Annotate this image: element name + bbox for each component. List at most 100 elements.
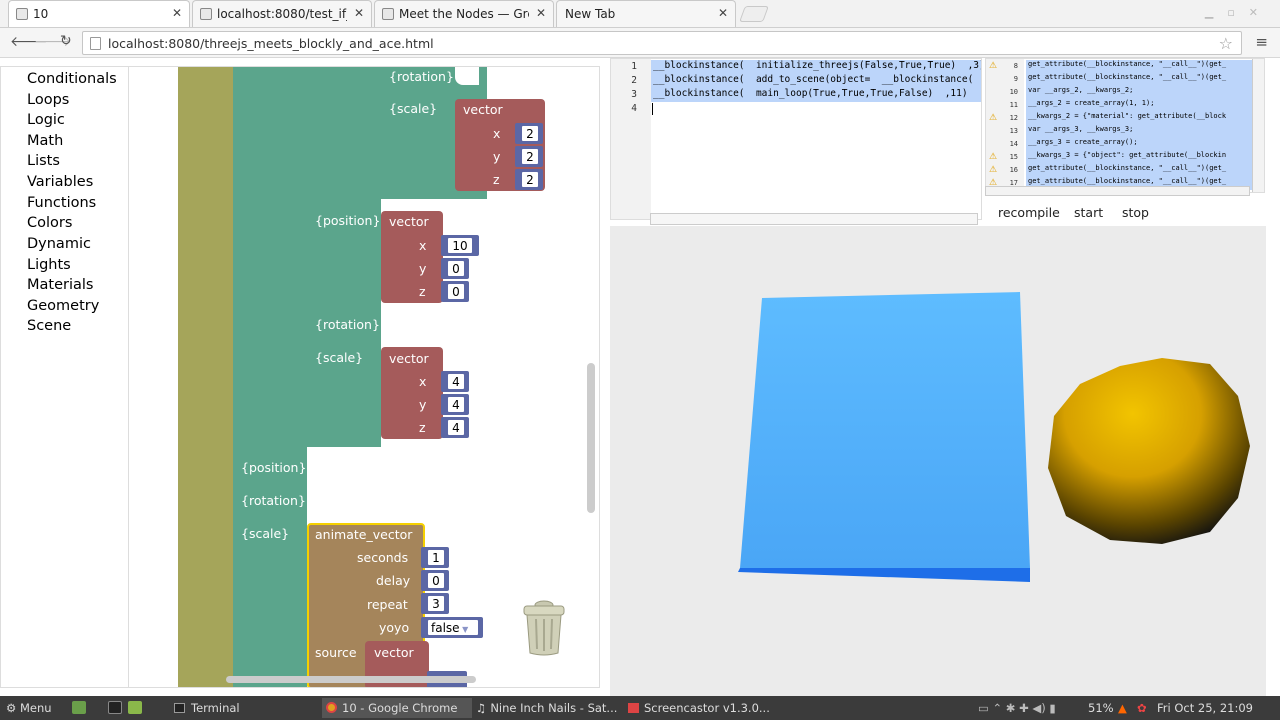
code-line[interactable]: __args_2 = create_array(1, 1); bbox=[1026, 99, 1258, 112]
tab-new-tab[interactable]: New Tab ✕ bbox=[556, 0, 736, 27]
code-editor[interactable]: 1 2 3 4 __blockinstance( initialize_thre… bbox=[610, 58, 982, 220]
vlc-icon[interactable]: ▲ bbox=[1118, 701, 1127, 715]
close-icon[interactable]: ✕ bbox=[717, 6, 728, 20]
vector-block[interactable] bbox=[381, 211, 443, 303]
rotation-label: {rotation} bbox=[315, 317, 380, 332]
y-label: y bbox=[419, 397, 427, 412]
battery-percent: 51% bbox=[1088, 701, 1114, 715]
warning-icon: ⚠ bbox=[989, 152, 998, 162]
toolbox-geometry[interactable]: Geometry bbox=[27, 298, 100, 314]
back-button[interactable]: 🡐 bbox=[10, 34, 48, 50]
reload-button[interactable]: ↻ bbox=[60, 33, 72, 49]
tab-localhost[interactable]: localhost:8080/test_if_n ✕ bbox=[192, 0, 372, 27]
close-icon[interactable]: ✕ bbox=[171, 6, 182, 20]
vector-label: vector bbox=[389, 351, 429, 366]
close-icon[interactable]: ✕ bbox=[353, 6, 364, 20]
clock[interactable]: Fri Oct 25, 21:09 bbox=[1157, 701, 1253, 715]
stop-button[interactable]: stop bbox=[1122, 202, 1149, 222]
window-controls[interactable]: ▁▫✕ bbox=[1204, 6, 1272, 19]
number-field[interactable]: 2 bbox=[521, 171, 539, 188]
toolbox-dynamic[interactable]: Dynamic bbox=[27, 236, 91, 252]
seconds-field[interactable]: 1 bbox=[427, 549, 445, 566]
code-horizontal-scrollbar[interactable] bbox=[985, 186, 1250, 196]
update-icon[interactable]: ✿ bbox=[1137, 701, 1147, 715]
toolbox-materials[interactable]: Materials bbox=[27, 277, 94, 293]
address-bar[interactable]: localhost:8080/threejs_meets_blockly_and… bbox=[82, 31, 1242, 55]
number-field[interactable]: 10 bbox=[447, 237, 473, 254]
toolbox-lights[interactable]: Lights bbox=[27, 257, 71, 273]
workspace-horizontal-scrollbar[interactable] bbox=[226, 676, 476, 683]
delay-field[interactable]: 0 bbox=[427, 572, 445, 589]
close-icon[interactable]: ✕ bbox=[535, 6, 546, 20]
new-tab-button[interactable] bbox=[739, 6, 769, 22]
toolbox-loops[interactable]: Loops bbox=[27, 92, 70, 108]
workspace-vertical-scrollbar[interactable] bbox=[587, 363, 595, 513]
cube-bottom-edge bbox=[738, 568, 1030, 582]
taskbar-label: Terminal bbox=[191, 701, 240, 715]
line-number: 9 bbox=[1013, 75, 1018, 83]
start-button[interactable]: start bbox=[1074, 202, 1103, 222]
tab-10[interactable]: 10 ✕ bbox=[8, 0, 190, 27]
taskbar-item-chrome[interactable]: 10 - Google Chrome bbox=[322, 698, 472, 718]
code-line[interactable]: __blockinstance( add_to_scene(object= __… bbox=[651, 74, 981, 88]
taskbar-item-screencastor[interactable]: Screencastor v1.3.0... bbox=[628, 701, 778, 715]
chrome-menu-icon[interactable]: ≡ bbox=[1255, 33, 1268, 51]
code-line[interactable]: __blockinstance( main_loop(True,True,Tru… bbox=[651, 88, 981, 102]
scene-canvas bbox=[738, 292, 1250, 582]
toolbox-math[interactable]: Math bbox=[27, 133, 64, 149]
empty-input-slot[interactable] bbox=[381, 313, 407, 337]
code-line[interactable]: __kwargs_2 = {"material": get_attribute(… bbox=[1026, 112, 1258, 125]
toolbox-logic[interactable]: Logic bbox=[27, 112, 65, 128]
code-line[interactable]: var __args_2, __kwargs_2; bbox=[1026, 86, 1258, 99]
terminal-launcher-icon[interactable] bbox=[108, 701, 122, 714]
number-field[interactable]: 0 bbox=[447, 283, 465, 300]
editor-horizontal-scrollbar[interactable] bbox=[650, 213, 978, 225]
threejs-scene[interactable] bbox=[610, 226, 1266, 696]
number-field[interactable]: 4 bbox=[447, 396, 465, 413]
olive-outer-block[interactable] bbox=[178, 67, 234, 687]
number-field[interactable]: 2 bbox=[521, 125, 539, 142]
recompile-button[interactable]: recompile bbox=[998, 202, 1060, 222]
code-line[interactable]: get_attribute(__blockinstance, "__call__… bbox=[1026, 164, 1258, 177]
repeat-field[interactable]: 3 bbox=[427, 595, 445, 612]
line-number: 14 bbox=[1009, 140, 1018, 148]
line-number: 2 bbox=[631, 75, 637, 86]
toolbox-variables[interactable]: Variables bbox=[27, 174, 94, 190]
files-launcher-icon[interactable] bbox=[128, 701, 142, 714]
toolbox-scene[interactable]: Scene bbox=[27, 318, 72, 334]
gear-icon: ⚙ bbox=[6, 701, 17, 715]
blockly-workspace[interactable]: {rotation} {scale} vector x y z 2 2 2 {p… bbox=[129, 67, 599, 687]
vector-block[interactable] bbox=[381, 347, 443, 439]
empty-input-slot[interactable] bbox=[307, 489, 335, 513]
toolbox-lists[interactable]: Lists bbox=[27, 153, 60, 169]
start-menu-button[interactable]: ⚙ Menu bbox=[6, 701, 52, 715]
code-line[interactable]: var __args_3, __kwargs_3; bbox=[1026, 125, 1258, 138]
teal-object-block[interactable] bbox=[233, 67, 307, 687]
tray-icons[interactable]: ▭ ⌃ ✱ ✚ ◀) ▮ bbox=[978, 701, 1056, 715]
generated-code-panel[interactable]: 8⚠get_attribute(__blockinstance, "__call… bbox=[985, 58, 1265, 193]
number-field[interactable]: 0 bbox=[447, 260, 465, 277]
taskbar-item-music[interactable]: ♫Nine Inch Nails - Sat... bbox=[476, 701, 626, 715]
teal-inner-block[interactable] bbox=[307, 67, 381, 447]
yoyo-dropdown[interactable]: false ▼ bbox=[427, 619, 479, 636]
toolbox-colors[interactable]: Colors bbox=[27, 215, 73, 231]
bookmark-star-icon[interactable]: ☆ bbox=[1218, 34, 1233, 53]
code-vertical-scrollbar[interactable] bbox=[1252, 59, 1264, 192]
number-field[interactable]: 4 bbox=[447, 373, 465, 390]
code-line[interactable]: __args_3 = create_array(); bbox=[1026, 138, 1258, 151]
tab-meet-the-nodes[interactable]: Meet the Nodes — Gree ✕ bbox=[374, 0, 554, 27]
trash-can-icon[interactable] bbox=[521, 597, 567, 657]
code-line[interactable]: get_attribute(__blockinstance, "__call__… bbox=[1026, 60, 1258, 73]
taskbar-item-terminal[interactable]: Terminal bbox=[174, 701, 314, 715]
code-line[interactable]: get_attribute(__blockinstance, "__call__… bbox=[1026, 73, 1258, 86]
toolbox-functions[interactable]: Functions bbox=[27, 195, 97, 211]
code-line[interactable]: __blockinstance( initialize_threejs(Fals… bbox=[651, 60, 981, 74]
forward-button[interactable]: 🡒 bbox=[34, 34, 72, 50]
show-desktop-icon[interactable] bbox=[72, 701, 86, 714]
number-field[interactable]: 4 bbox=[447, 419, 465, 436]
empty-input-slot[interactable] bbox=[307, 457, 335, 481]
toolbox-conditionals[interactable]: Conditionals bbox=[27, 71, 117, 87]
y-label: y bbox=[419, 261, 427, 276]
number-field[interactable]: 2 bbox=[521, 148, 539, 165]
code-line[interactable]: __kwargs_3 = {"object": get_attribute(__… bbox=[1026, 151, 1258, 164]
